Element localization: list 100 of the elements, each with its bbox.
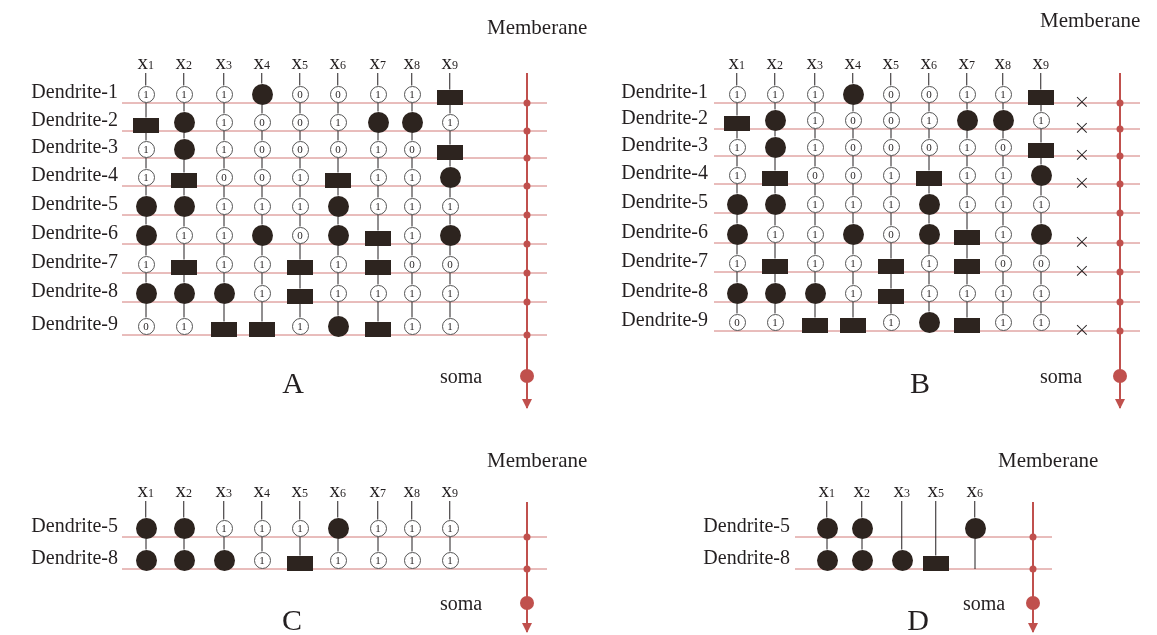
input-line	[449, 536, 451, 552]
filled-dot	[213, 549, 235, 571]
panel-letter: D	[907, 605, 929, 635]
input-line	[928, 128, 930, 139]
filled-dot	[367, 111, 389, 133]
filled-square	[840, 317, 866, 333]
input-line	[1040, 244, 1042, 255]
input-line	[337, 500, 339, 518]
cross-mark: ×	[1073, 91, 1091, 111]
input-line	[145, 132, 147, 141]
input-line	[223, 272, 225, 283]
input-line	[1002, 102, 1004, 110]
input-line	[411, 500, 413, 520]
input-line	[337, 102, 339, 114]
synapse-circle: 1	[994, 166, 1012, 184]
input-line	[183, 500, 185, 518]
cross-mark: ×	[1073, 172, 1091, 192]
synapse-circle: 1	[994, 284, 1012, 302]
synapse-circle: 0	[329, 140, 347, 158]
input-line	[1040, 104, 1042, 112]
input-line	[1002, 242, 1004, 255]
input-line	[377, 214, 379, 231]
filled-dot	[842, 83, 864, 105]
input-line	[1040, 212, 1042, 224]
filled-dot	[213, 282, 235, 304]
input-line	[145, 500, 147, 518]
synapse-circle: 0	[291, 113, 309, 131]
input-line	[449, 72, 451, 90]
input-line	[261, 72, 263, 84]
synapse-circle: 1	[291, 519, 309, 537]
input-line	[1040, 271, 1042, 285]
filled-dot	[251, 83, 273, 105]
synapse-circle: 0	[882, 225, 900, 243]
synapse-circle: 1	[958, 284, 976, 302]
input-line	[337, 301, 339, 316]
input-line	[299, 185, 301, 198]
filled-dot	[918, 193, 940, 215]
input-line	[736, 183, 738, 194]
filled-square	[171, 172, 197, 188]
synapse-circle: 1	[994, 313, 1012, 331]
input-line	[736, 130, 738, 139]
input-line	[261, 245, 263, 256]
filled-dot	[851, 549, 873, 571]
input-line	[966, 155, 968, 167]
input-line	[223, 157, 225, 169]
input-line	[299, 274, 301, 289]
input-line	[337, 157, 339, 173]
input-line	[928, 102, 930, 112]
synapse-circle: 0	[806, 166, 824, 184]
synapse-circle: 1	[137, 85, 155, 103]
synapse-circle: 1	[806, 138, 824, 156]
synapse-circle: 1	[806, 254, 824, 272]
filled-dot	[891, 549, 913, 571]
input-line	[223, 536, 225, 550]
input-line	[1002, 155, 1004, 167]
dendrite-label: Dendrite-3	[31, 136, 118, 156]
synapse-circle: 1	[920, 111, 938, 129]
synapse-circle: 0	[291, 85, 309, 103]
input-line	[861, 500, 863, 518]
synapse-circle: 1	[766, 313, 784, 331]
input-line	[337, 272, 339, 285]
input-line	[890, 242, 892, 259]
filled-dot	[439, 166, 461, 188]
input-line	[223, 130, 225, 141]
synapse-circle: 0	[215, 168, 233, 186]
synapse-circle: 1	[329, 113, 347, 131]
input-line	[145, 157, 147, 169]
input-line	[261, 536, 263, 552]
filled-square	[878, 288, 904, 304]
dendrite-label: Dendrite-2	[31, 109, 118, 129]
input-line	[736, 244, 738, 255]
input-line	[935, 500, 937, 556]
dendrite-label: Dendrite-6	[621, 221, 708, 241]
filled-square	[762, 170, 788, 186]
synapse-circle: 1	[403, 519, 421, 537]
synapse-circle: 1	[806, 225, 824, 243]
synapse-circle: 1	[175, 226, 193, 244]
synapse-circle: 0	[844, 138, 862, 156]
panel-letter: C	[282, 605, 302, 635]
input-line	[337, 245, 339, 256]
synapse-circle: 1	[441, 284, 459, 302]
filled-dot	[327, 224, 349, 246]
input-line	[449, 159, 451, 167]
synapse-circle: 1	[994, 225, 1012, 243]
filled-dot	[726, 223, 748, 245]
dendrite-label: Dendrite-5	[621, 191, 708, 211]
filled-square	[211, 321, 237, 337]
synapse-circle: 1	[882, 195, 900, 213]
input-line	[890, 155, 892, 167]
input-line	[928, 185, 930, 194]
synapse-circle: 1	[291, 197, 309, 215]
filled-square	[762, 258, 788, 274]
input-line	[145, 216, 147, 225]
input-line	[337, 187, 339, 196]
synapse-circle: 1	[253, 519, 271, 537]
synapse-circle: 1	[806, 85, 824, 103]
filled-square	[878, 258, 904, 274]
dendrite-label: Dendrite-2	[621, 107, 708, 127]
synapse-circle: 0	[403, 140, 421, 158]
synapse-circle: 1	[403, 226, 421, 244]
